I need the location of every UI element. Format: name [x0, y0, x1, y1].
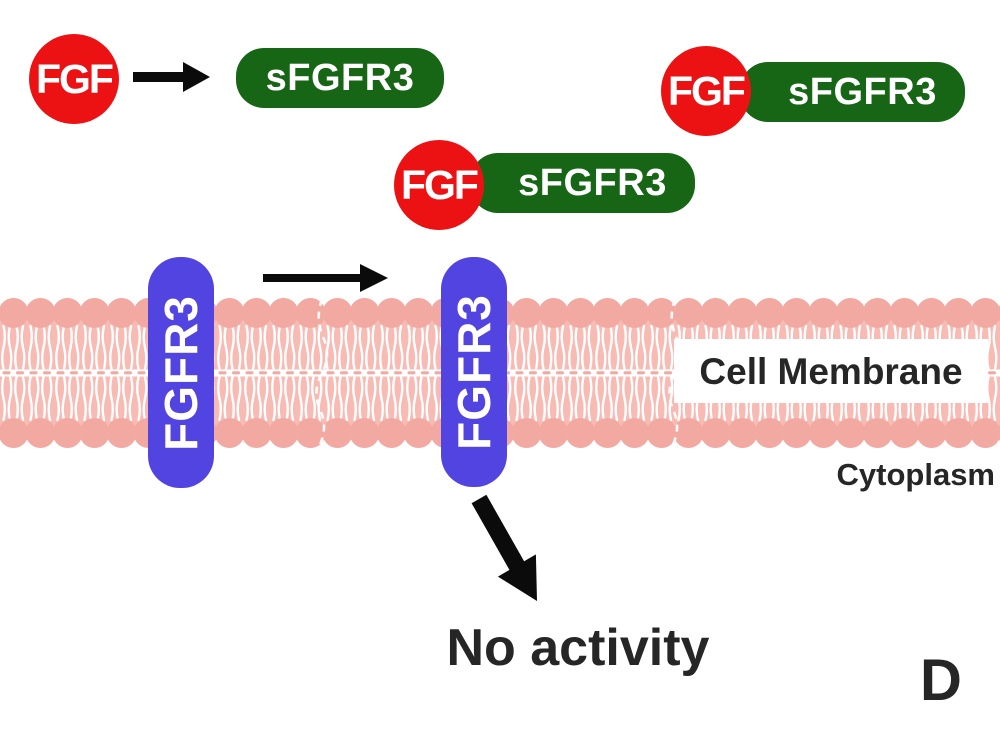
- cytoplasm-label: Cytoplasm: [836, 457, 995, 492]
- sfgfr3-label: sFGFR3: [265, 56, 415, 99]
- arrow-fgfr3-to-complex-icon: [263, 264, 388, 292]
- fgf-label: FGF: [36, 55, 114, 102]
- fgf-label: FGF: [668, 67, 746, 114]
- no-activity-label: No activity: [446, 619, 710, 677]
- cell-membrane-label: Cell Membrane: [699, 350, 963, 392]
- sfgfr3-label: sFGFR3: [788, 70, 937, 113]
- panel-letter: D: [920, 648, 962, 713]
- fgf-label: FGF: [401, 161, 479, 208]
- fgfr3-receptor-right: FGFR3: [441, 257, 507, 487]
- fgf-ligand-complex-mid: FGF: [394, 140, 484, 230]
- arrow-fgf-to-sfgfr3-icon: [133, 62, 210, 92]
- membrane-seam-icon: [315, 298, 329, 448]
- fgf-ligand: FGF: [29, 34, 119, 124]
- sfgfr3-pill-complex-mid: sFGFR3: [470, 153, 695, 213]
- sfgfr3-pill: sFGFR3: [236, 48, 444, 108]
- fgfr3-label: FGFR3: [448, 294, 500, 450]
- cell-membrane-labelbox: Cell Membrane: [674, 339, 988, 403]
- sfgfr3-label: sFGFR3: [518, 161, 667, 204]
- fgf-ligand-complex-right: FGF: [661, 46, 751, 136]
- fgfr3-label: FGFR3: [155, 294, 207, 451]
- sfgfr3-pill-complex-right: sFGFR3: [740, 62, 965, 122]
- fgfr3-receptor-left: FGFR3: [148, 257, 214, 488]
- arrow-no-activity-icon: [471, 494, 537, 601]
